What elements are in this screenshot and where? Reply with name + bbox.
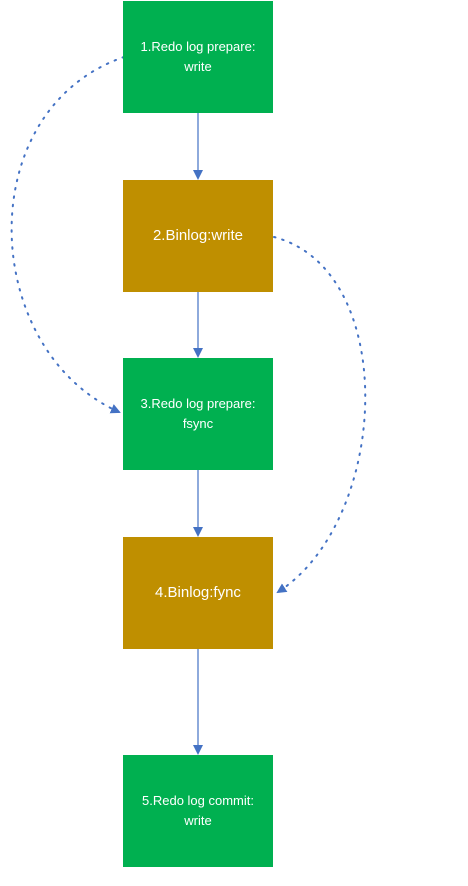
node-redo-log-prepare-fsync: 3.Redo log prepare: fsync — [123, 358, 273, 470]
edge-1-to-3-dotted — [10, 56, 125, 414]
node-binlog-fync: 4.Binlog:fync — [123, 537, 273, 649]
node-redo-log-commit-write: 5.Redo log commit: write — [123, 755, 273, 867]
node-redo-log-prepare-write: 1.Redo log prepare: write — [123, 1, 273, 113]
node-binlog-write: 2.Binlog:write — [123, 180, 273, 292]
edge-2-to-4-dotted — [273, 236, 367, 594]
